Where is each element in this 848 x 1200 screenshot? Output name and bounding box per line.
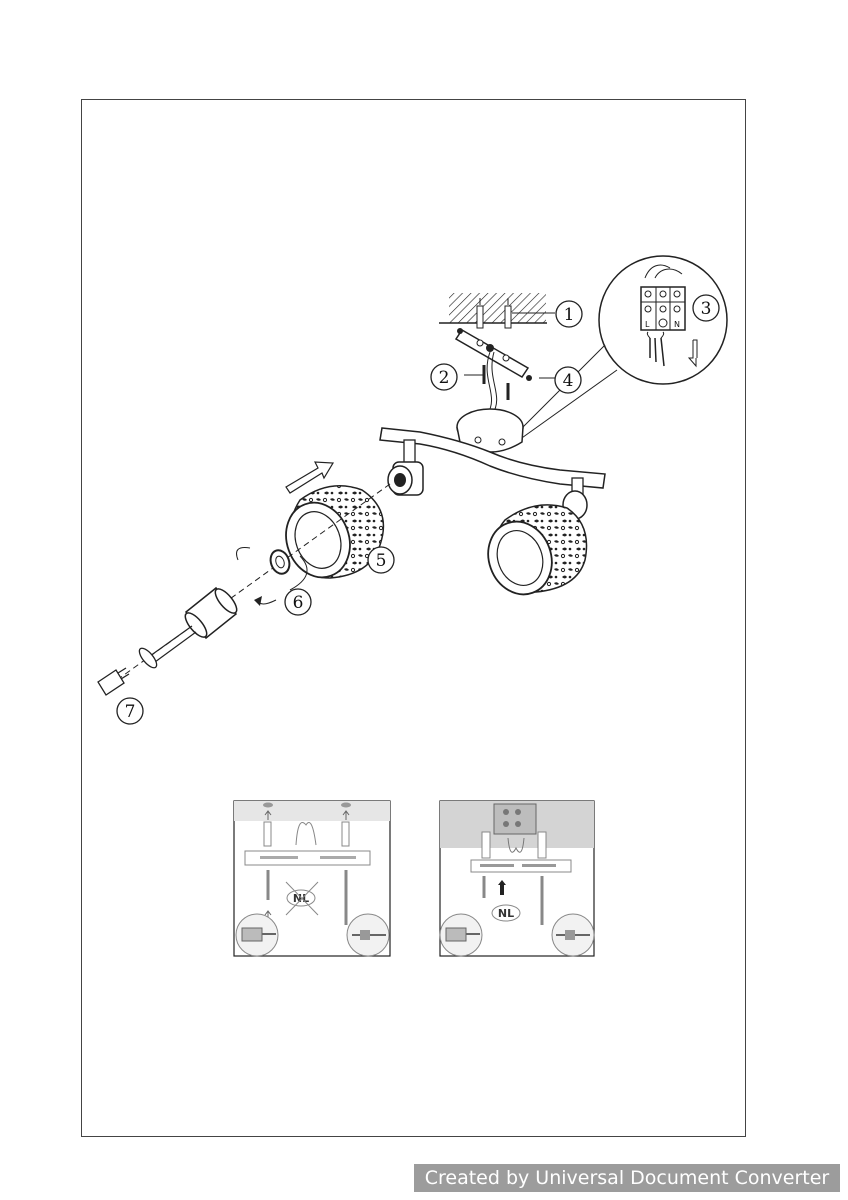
mounting-bracket — [454, 328, 532, 381]
terminal-live-label: L — [645, 320, 650, 329]
terminal-neutral-label: N — [674, 320, 680, 329]
callout-3: 3 — [692, 294, 720, 322]
callout-6: 6 — [284, 588, 312, 616]
wall-plug-1 — [476, 298, 512, 329]
svg-text:5: 5 — [376, 551, 387, 571]
diagram-frame — [81, 99, 746, 1137]
inset-left: NL — [233, 800, 391, 957]
svg-text:1: 1 — [564, 305, 575, 325]
ring-nut — [269, 549, 291, 575]
callout-2: 2 — [430, 363, 458, 391]
inset-right: NL — [439, 800, 595, 957]
bracket-screw-2 — [464, 365, 555, 400]
halogen-bulb — [97, 667, 130, 696]
callout-5: 5 — [367, 546, 395, 574]
glass-shade-right — [487, 504, 588, 596]
callout-1: 1 — [555, 300, 583, 328]
svg-text:4: 4 — [563, 371, 574, 391]
rotation-arrow — [236, 547, 308, 606]
svg-text:7: 7 — [125, 702, 136, 722]
svg-text:6: 6 — [293, 593, 304, 613]
spotlight-bar — [379, 427, 606, 489]
svg-text:2: 2 — [439, 368, 450, 388]
callout-7: 7 — [116, 697, 144, 725]
ceiling-section — [439, 293, 547, 324]
wiring-detail: L N — [516, 255, 728, 441]
svg-text:3: 3 — [701, 299, 712, 319]
callout-4: 4 — [554, 366, 582, 394]
lamp-holder — [138, 586, 238, 669]
insert-arrow — [285, 461, 335, 494]
watermark: Created by Universal Document Converter — [414, 1164, 840, 1192]
inset-right-badge: NL — [498, 907, 514, 920]
lamp-socket-left — [387, 439, 424, 496]
glass-shade-left — [285, 485, 385, 579]
